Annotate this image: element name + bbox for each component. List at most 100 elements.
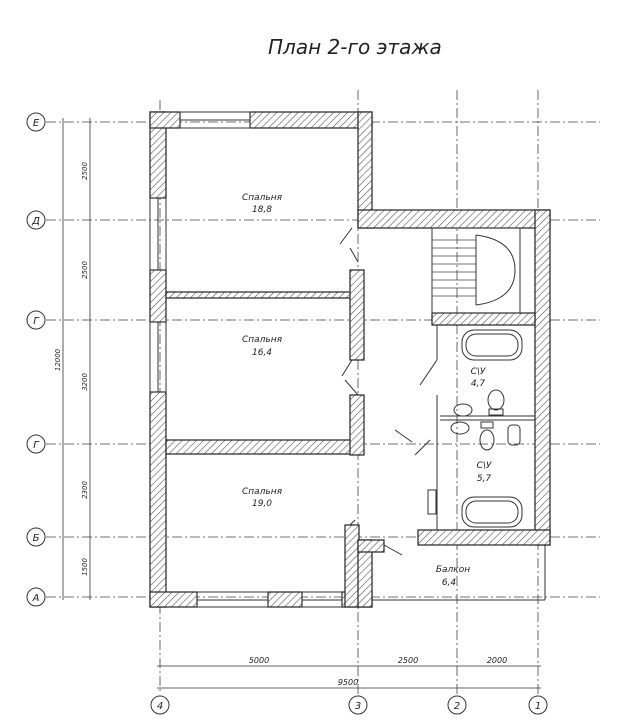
text-shape: 5000	[249, 656, 269, 665]
sink-icon	[453, 403, 473, 417]
room-area: 19,0	[252, 499, 272, 509]
text-shape: Д	[31, 216, 40, 227]
rect-shape	[149, 391, 167, 608]
room-name: Спальня	[242, 335, 283, 345]
text-shape: Г	[33, 316, 40, 327]
staircase	[431, 227, 521, 314]
rect-shape	[488, 408, 504, 416]
circle-shape	[26, 210, 46, 230]
rect-shape	[465, 333, 519, 357]
axis-bubble-col: 3	[348, 695, 368, 715]
circle-shape	[348, 695, 368, 715]
rect-shape	[249, 111, 373, 129]
text-shape: 4	[157, 701, 163, 712]
boiler-icon	[427, 489, 437, 515]
toilet-icon	[487, 389, 505, 411]
text-shape: 3200	[81, 373, 89, 391]
room-area: 6,4	[442, 578, 457, 588]
room-name: Спальня	[242, 487, 283, 497]
g-shape	[432, 239, 476, 297]
axis-bubble-row: Г	[26, 434, 46, 454]
path-shape	[419, 359, 438, 386]
rect-shape	[431, 227, 521, 314]
circle-shape	[150, 695, 170, 715]
rect-shape	[344, 524, 360, 608]
plan-title: План 2-го этажа	[268, 35, 442, 59]
room-name: С\У	[471, 367, 486, 377]
axis-bubble-col: 1	[528, 695, 548, 715]
rect-shape	[357, 209, 551, 229]
axis-bubble-row: Е	[26, 112, 46, 132]
rect-shape	[417, 529, 551, 546]
rect-shape	[149, 269, 167, 323]
room-name: Спальня	[242, 193, 283, 203]
rect-shape	[465, 500, 519, 524]
circle-shape	[26, 434, 46, 454]
bidet-icon	[507, 424, 521, 446]
text-shape: 1	[535, 701, 541, 712]
column-axes: 4 3 2 1	[150, 90, 548, 715]
axis-bubble-row: А	[26, 587, 46, 607]
rect-shape	[149, 591, 198, 608]
walls	[149, 111, 551, 608]
circle-shape	[26, 587, 46, 607]
rect-shape	[165, 439, 353, 455]
text-shape: А	[32, 593, 40, 604]
bathtub-icon	[461, 496, 523, 528]
circle-shape	[528, 695, 548, 715]
rect-shape	[349, 394, 365, 456]
rect-shape	[480, 421, 494, 429]
text-shape: 3	[355, 701, 361, 712]
text-shape: 9500	[338, 678, 358, 687]
circle-shape	[447, 695, 467, 715]
rect-shape	[149, 111, 181, 129]
text-shape: 2000	[487, 656, 507, 665]
room-name: С\У	[477, 461, 492, 471]
bathroom-fixtures	[427, 329, 523, 528]
text-shape: 1500	[81, 558, 89, 576]
axis-bubble-row: Д	[26, 210, 46, 230]
left-dimensions: 12000 2500 2500 3200 2300 1500	[54, 118, 91, 600]
room-area: 5,7	[477, 474, 492, 484]
rect-shape	[349, 269, 365, 361]
text-shape: Г	[33, 440, 40, 451]
room-name: Балкон	[436, 565, 470, 575]
path-shape	[475, 234, 516, 306]
row-axes: Е Д Г Г Б А	[26, 112, 600, 607]
rect-shape	[534, 209, 551, 546]
balcony	[372, 545, 546, 601]
bathtub-icon	[461, 329, 523, 361]
path-shape	[394, 429, 431, 456]
rect-shape	[357, 539, 385, 553]
axis-bubble-col: 2	[447, 695, 467, 715]
toilet-icon	[479, 429, 495, 451]
text-shape: 2500	[81, 162, 89, 180]
rect-shape	[165, 291, 353, 299]
axis-bubble-row: Г	[26, 310, 46, 330]
windows	[149, 111, 343, 608]
text-shape: Б	[33, 533, 40, 544]
text-shape: 2500	[81, 261, 89, 279]
room-labels: Спальня 18,8 Спальня 16,4 Спальня 19,0 С…	[242, 193, 492, 588]
axis-bubble-col: 4	[150, 695, 170, 715]
path-shape	[339, 227, 359, 263]
text-shape: 2300	[81, 481, 89, 499]
text-shape: 2	[454, 701, 460, 712]
path-shape	[341, 359, 359, 396]
sink-icon	[450, 421, 470, 435]
room-area: 18,8	[252, 205, 272, 215]
path-shape	[349, 519, 403, 556]
text-shape: 2500	[398, 656, 418, 665]
circle-shape	[26, 310, 46, 330]
circle-shape	[26, 527, 46, 547]
room-area: 16,4	[252, 348, 272, 358]
rect-shape	[267, 591, 303, 608]
bottom-dimensions: 5000 2500 2000 9500	[157, 656, 541, 689]
text-shape: Е	[33, 118, 40, 129]
circle-shape	[26, 112, 46, 132]
axis-bubble-row: Б	[26, 527, 46, 547]
room-area: 4,7	[471, 379, 486, 389]
rect-shape	[431, 312, 536, 326]
doors	[339, 227, 438, 556]
